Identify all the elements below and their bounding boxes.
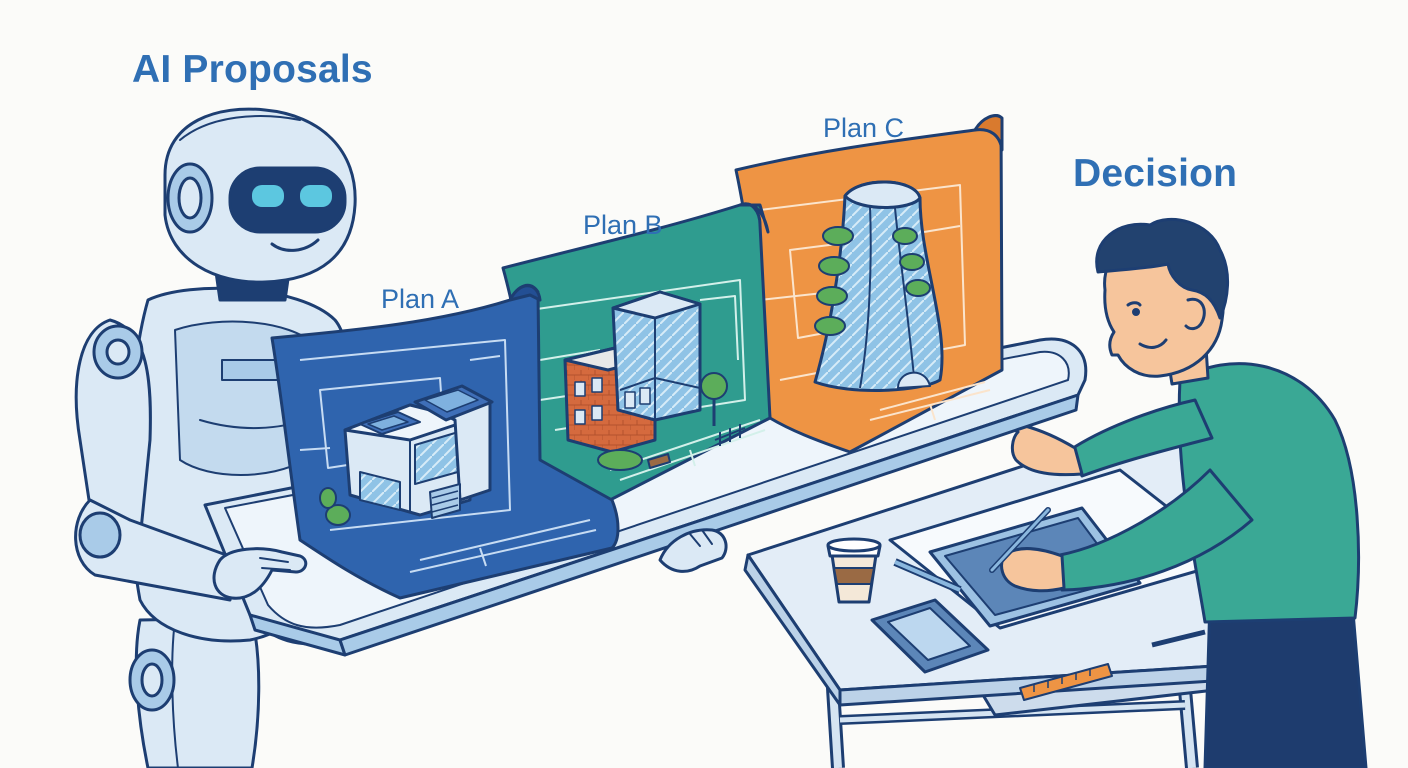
plan-b-label: Plan B (583, 210, 663, 240)
decision-heading: Decision (1073, 152, 1238, 195)
plan-b-sheet (501, 202, 772, 502)
plan-b-building (563, 290, 746, 471)
plan-c-label: Plan C (823, 113, 905, 143)
plan-c-tower (813, 180, 944, 392)
robot-eye-icon (300, 185, 332, 207)
robot-eye-icon (252, 185, 284, 207)
plan-a-house (319, 384, 494, 526)
plan-a-sheet (270, 283, 620, 600)
human-designer (980, 217, 1368, 768)
robot-hands (212, 528, 728, 600)
coffee-cup-icon (826, 537, 882, 604)
plan-c-sheet (734, 114, 1004, 454)
plan-a-label: Plan A (381, 284, 460, 314)
ai-proposals-heading: AI Proposals (132, 48, 373, 91)
